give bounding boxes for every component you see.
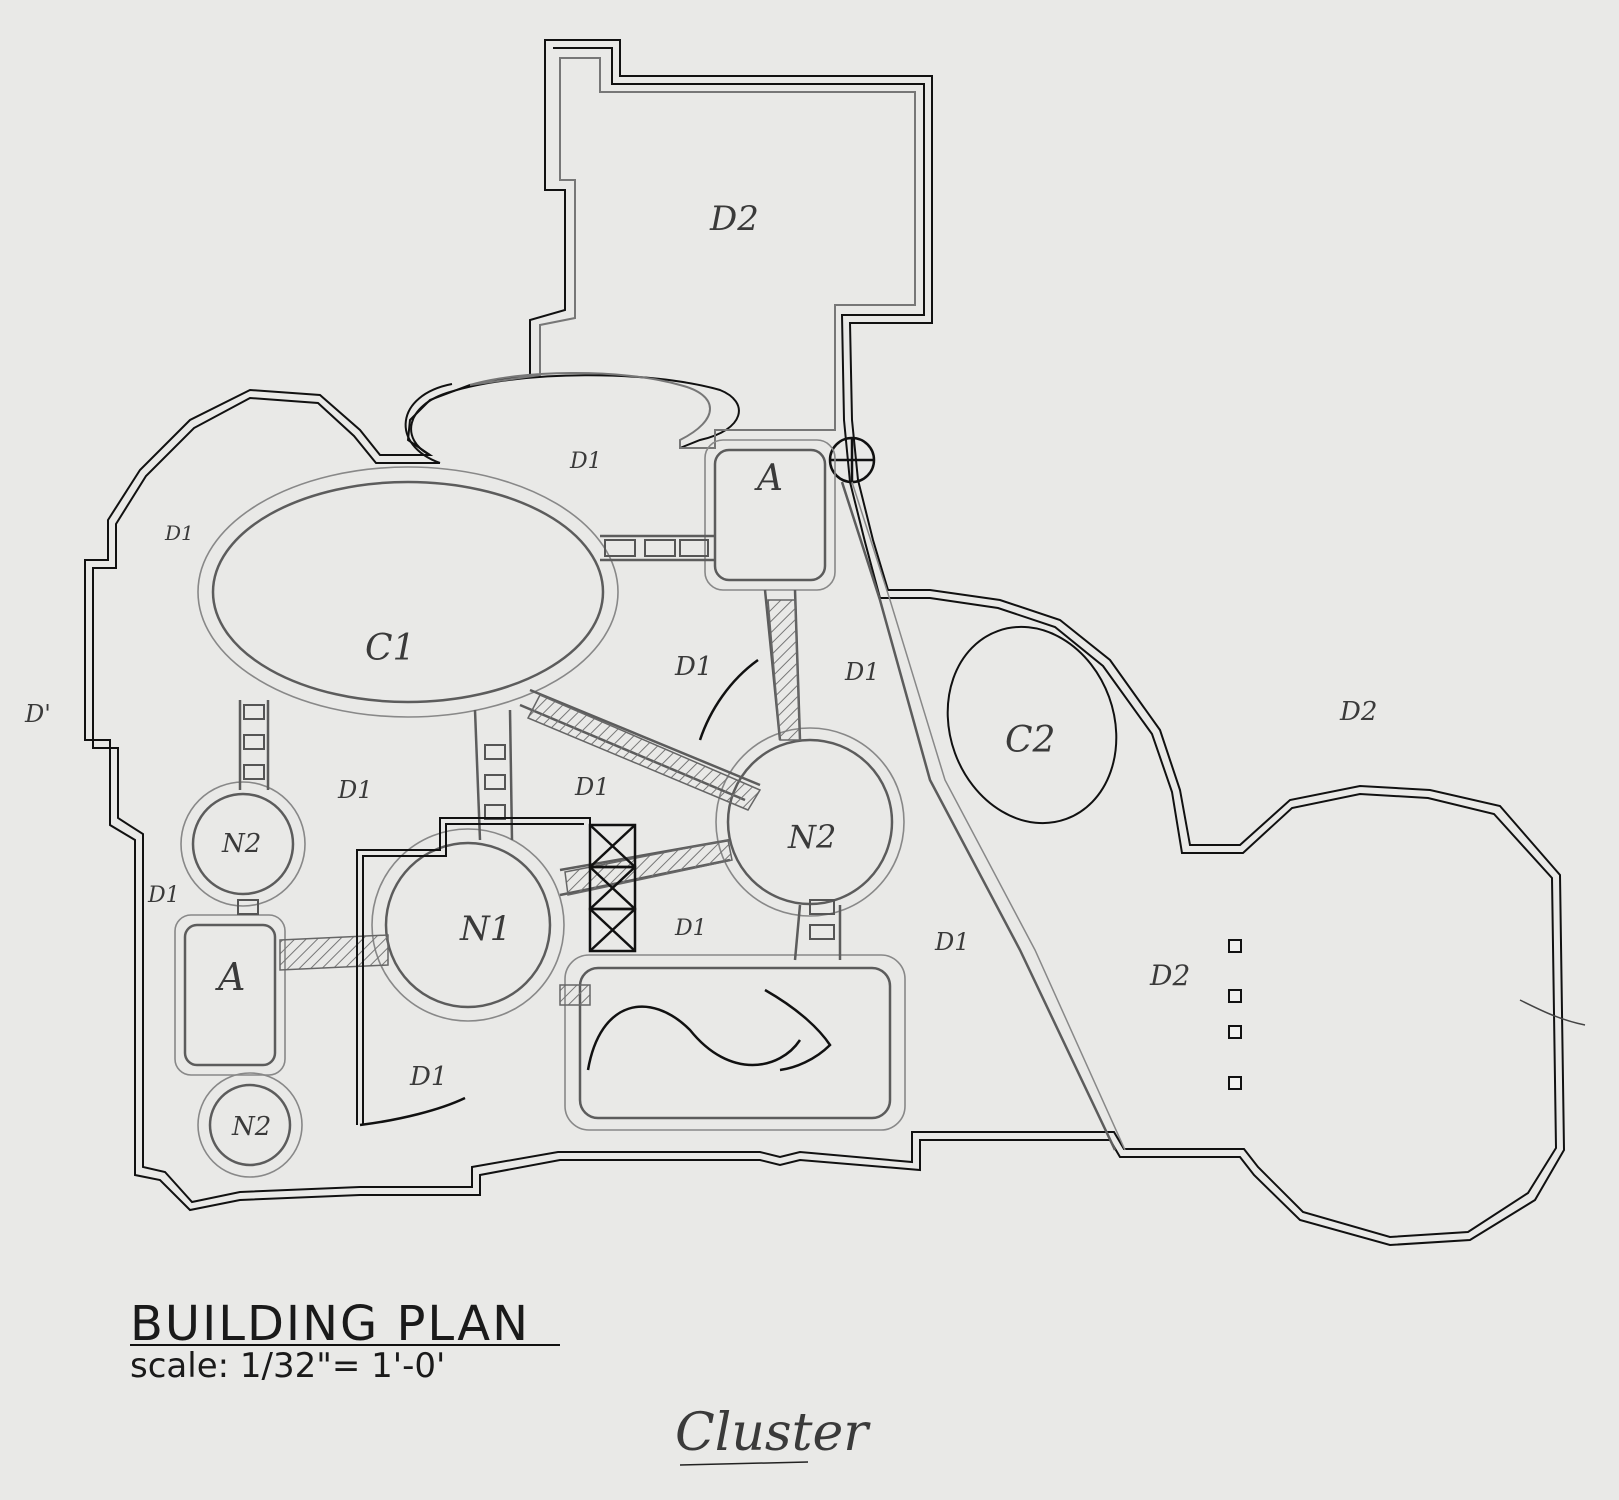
- label-a-lower: A: [215, 955, 245, 999]
- label-d1-lower-right: D1: [934, 928, 970, 956]
- label-c1: C1: [365, 628, 415, 669]
- column-squares: [1228, 939, 1242, 1090]
- pencil-tick: [1519, 999, 1586, 1026]
- label-a-upper: A: [754, 458, 783, 499]
- n1-circle: [384, 841, 552, 1009]
- label-d1-outside-left: D': [24, 700, 51, 728]
- outer-walls: [84, 39, 1566, 1247]
- label-d1-lower-center: D1: [674, 916, 707, 941]
- signature-underline: [679, 1461, 809, 1466]
- label-d1-upper-left: D1: [164, 521, 194, 545]
- inner-walls: [356, 817, 591, 1125]
- n2-left-upper-circle: [191, 792, 295, 896]
- a-lower-box: [183, 923, 277, 1067]
- label-d1-center-left: D1: [337, 776, 373, 804]
- label-d1-center: D1: [574, 773, 610, 801]
- a-upper-box: [713, 448, 827, 582]
- connector-blocks: [237, 539, 835, 940]
- c1-oval: [211, 480, 605, 704]
- label-d2-right: D2: [1149, 959, 1190, 992]
- scale-text: scale: 1/32"= 1'-0': [130, 1346, 445, 1386]
- stair-block: [588, 823, 637, 953]
- label-d1-top-center: D1: [569, 449, 602, 474]
- label-c2: C2: [1005, 720, 1055, 761]
- label-n2-left-upper: N2: [221, 829, 261, 859]
- label-n2-right: N2: [787, 818, 836, 856]
- label-d1-bottom: D1: [409, 1062, 447, 1092]
- label-n1: N1: [459, 909, 511, 949]
- label-d1-mid-right: D1: [844, 658, 880, 686]
- interior-pencil: [174, 439, 1126, 1178]
- pool-room-box: [578, 966, 892, 1120]
- label-d2-top: D2: [709, 199, 759, 239]
- label-d2-right-outer: D2: [1339, 697, 1377, 727]
- label-d1-mid-left: D1: [674, 652, 712, 682]
- d2-room-outline: [469, 57, 916, 449]
- north-point-icon: [828, 436, 876, 484]
- signature: Cluster: [675, 1403, 871, 1463]
- label-n2-bottom: N2: [231, 1112, 271, 1142]
- n2-bottom-circle: [208, 1083, 292, 1167]
- label-d1-left-edge: D1: [147, 883, 180, 908]
- c2-ellipse: [946, 625, 1118, 825]
- title: BUILDING PLAN: [130, 1296, 530, 1352]
